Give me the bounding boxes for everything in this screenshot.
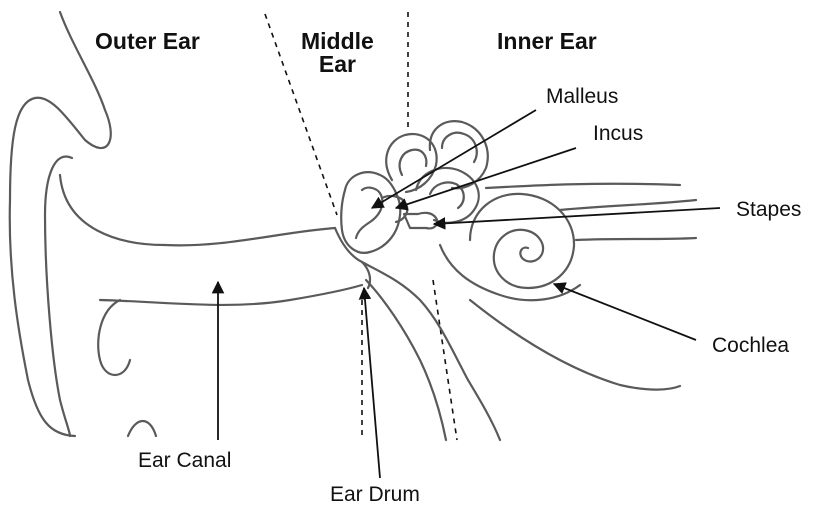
cochlea-arrow — [554, 284, 696, 340]
region-dividers — [265, 12, 457, 440]
cochlea-spiral — [470, 194, 574, 288]
ear-canal-upper-wall — [165, 228, 335, 245]
concha-curve — [60, 175, 165, 245]
tragus-curve — [98, 300, 130, 375]
auditory-nerve-lower — [576, 238, 696, 240]
label-arrows — [218, 110, 720, 478]
pinna-outer-edge — [10, 12, 111, 436]
ear-canal-outline — [100, 228, 362, 305]
stapes-bone — [404, 213, 437, 229]
malleus-label: Malleus — [546, 86, 618, 107]
inner-ear-heading: Inner Ear — [497, 30, 597, 53]
outer-ear-heading: Outer Ear — [95, 30, 200, 53]
middle-ear-heading-line1: Middle — [301, 30, 374, 53]
canal-loop-1-inner — [400, 150, 427, 175]
canal-loop-2-inner — [442, 133, 477, 162]
ear-canal-lower-wall — [100, 285, 362, 305]
incus-label: Incus — [593, 123, 643, 144]
lobe-bump — [128, 421, 156, 436]
semicircular-canals — [386, 121, 487, 223]
eardrum-membrane — [335, 228, 370, 288]
auditory-nerve-upper — [486, 184, 680, 188]
canal-loop-2 — [430, 121, 488, 188]
middle-ear-cavity — [341, 172, 400, 253]
middle-ear-heading-line2: Ear — [301, 53, 374, 76]
ear-drum-label: Ear Drum — [330, 484, 420, 505]
temporal-bone-lower — [470, 300, 680, 390]
auditory-nerve-mid — [560, 200, 696, 210]
ear-canal-label: Ear Canal — [138, 450, 231, 471]
stapes-label: Stapes — [736, 199, 801, 220]
outer-ear-outline — [10, 12, 165, 436]
cochlea-label: Cochlea — [712, 335, 789, 356]
cochlea-structure — [440, 184, 696, 390]
cochlea-outer-wall — [440, 245, 580, 300]
middle-ear-structures — [335, 172, 500, 440]
eustachian-region — [366, 280, 446, 440]
ear-drum-arrow — [364, 288, 380, 478]
malleus-bone — [356, 188, 382, 238]
inner-lower-divider — [433, 280, 457, 440]
middle-ear-floor — [362, 262, 500, 440]
middle-ear-heading: Middle Ear — [301, 30, 374, 76]
pinna-inner-edge — [45, 157, 72, 436]
